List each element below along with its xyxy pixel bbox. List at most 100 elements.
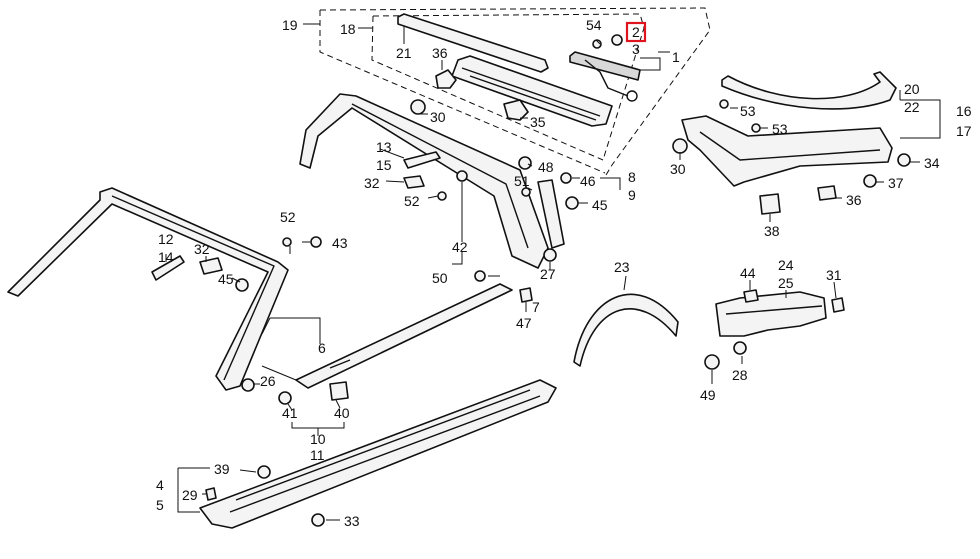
clip-29 xyxy=(205,487,217,501)
rear-side-trim-16 xyxy=(681,115,893,187)
clip-35 xyxy=(503,99,529,121)
callout-51: 51 xyxy=(514,173,530,189)
callout-30-right: 30 xyxy=(670,161,686,177)
clip-36-right xyxy=(817,185,837,201)
callout-50: 50 xyxy=(432,270,448,286)
callout-44: 44 xyxy=(740,265,756,281)
callout-22: 22 xyxy=(904,99,920,115)
callout-24: 24 xyxy=(778,257,794,273)
callout-45-center: 45 xyxy=(592,197,608,213)
callout-31: 31 xyxy=(826,267,842,283)
callout-3: 3 xyxy=(632,41,640,57)
garnish-12 xyxy=(151,255,185,281)
clip-39 xyxy=(257,465,271,479)
screw-52-left xyxy=(282,237,292,247)
clip-45-center xyxy=(565,196,579,210)
clip-38 xyxy=(759,193,781,215)
clip-46 xyxy=(560,172,572,184)
clip-33 xyxy=(311,513,325,527)
callout-48: 48 xyxy=(538,159,554,175)
callout-4: 4 xyxy=(156,477,164,493)
callout-52-left: 52 xyxy=(280,209,296,225)
clip-28 xyxy=(733,341,747,355)
bolt-54 xyxy=(592,39,602,49)
callout-27: 27 xyxy=(540,266,556,282)
callout-32-center: 32 xyxy=(364,175,380,191)
screw-52-center xyxy=(437,191,447,201)
callout-36-right: 36 xyxy=(846,192,862,208)
callout-46: 46 xyxy=(580,173,596,189)
callout-40: 40 xyxy=(334,405,350,421)
callout-21: 21 xyxy=(396,45,412,61)
pillar-bracket-8 xyxy=(537,179,565,249)
clip-53-upper xyxy=(719,99,729,109)
callout-1: 1 xyxy=(672,49,680,65)
callout-20: 20 xyxy=(904,81,920,97)
callout-29: 29 xyxy=(182,487,198,503)
callout-7: 7 xyxy=(532,299,540,315)
bolt-42 xyxy=(456,170,468,182)
callout-12: 12 xyxy=(158,231,174,247)
callout-35: 35 xyxy=(530,114,546,130)
callout-17: 17 xyxy=(956,123,972,139)
callout-labels: 19 18 21 36 30 35 54 2 3 1 20 22 16 17 5… xyxy=(156,17,972,529)
callout-47: 47 xyxy=(516,315,532,331)
side-sill-molding-4 xyxy=(199,379,557,529)
clip-47 xyxy=(519,287,533,303)
callout-13: 13 xyxy=(376,139,392,155)
clip-32-center xyxy=(403,175,425,189)
pillar-cover-13 xyxy=(403,151,441,169)
roof-trim-21 xyxy=(397,13,549,73)
callout-9: 9 xyxy=(628,187,636,203)
high-mount-brake-light-1 xyxy=(569,51,641,102)
clip-41 xyxy=(278,391,292,405)
callout-38: 38 xyxy=(764,223,780,239)
callout-19: 19 xyxy=(282,17,298,33)
clip-37 xyxy=(863,174,877,188)
callout-53-lower: 53 xyxy=(772,121,788,137)
callout-14: 14 xyxy=(158,249,174,265)
callout-37: 37 xyxy=(888,175,904,191)
callout-39: 39 xyxy=(214,461,230,477)
callout-32-left: 32 xyxy=(194,241,210,257)
clip-27 xyxy=(543,248,557,262)
callout-41: 41 xyxy=(282,405,298,421)
clip-31 xyxy=(831,297,845,313)
clip-40 xyxy=(329,381,349,401)
callout-33: 33 xyxy=(344,513,360,529)
callout-34: 34 xyxy=(924,155,940,171)
leader-lines xyxy=(165,23,941,521)
clip-49 xyxy=(704,354,720,370)
clip-26 xyxy=(241,378,255,392)
callout-43: 43 xyxy=(332,235,348,251)
callout-52-center: 52 xyxy=(404,193,420,209)
clip-34 xyxy=(897,153,911,167)
callout-10: 10 xyxy=(310,431,326,447)
callout-49: 49 xyxy=(700,387,716,403)
clip-48 xyxy=(518,156,532,170)
callout-42: 42 xyxy=(452,239,468,255)
clip-30-right xyxy=(672,138,688,154)
highlight-box xyxy=(625,21,647,43)
callout-8: 8 xyxy=(628,169,636,185)
rear-pillar-trim xyxy=(299,93,549,269)
rear-trim-20 xyxy=(721,71,897,110)
clip-43 xyxy=(310,236,322,248)
clip-53-lower xyxy=(751,123,761,133)
bolt-50 xyxy=(474,270,486,282)
callout-6: 6 xyxy=(318,340,326,356)
callout-16: 16 xyxy=(956,103,972,119)
nut-2 xyxy=(611,34,623,46)
sill-garnish-10 xyxy=(295,283,513,389)
callout-36-top: 36 xyxy=(432,45,448,61)
callout-11: 11 xyxy=(310,447,325,463)
callout-2: 2 xyxy=(632,24,640,40)
callout-18: 18 xyxy=(340,21,356,37)
callout-23: 23 xyxy=(614,259,630,275)
screw-51 xyxy=(521,187,531,197)
callout-26: 26 xyxy=(260,373,276,389)
wheel-arch-molding-23 xyxy=(573,293,679,367)
clip-30-top xyxy=(410,99,426,115)
